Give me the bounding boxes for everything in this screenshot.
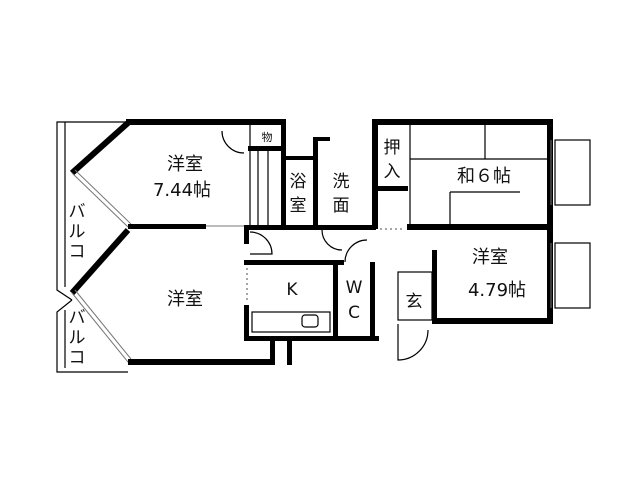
interior-walls xyxy=(221,119,379,341)
balcony-2-label-2: ル xyxy=(69,328,86,348)
room-label-western-1: 洋室 xyxy=(167,154,203,175)
room-label-entrance: 玄 xyxy=(406,292,423,312)
room-label-kitchen: K xyxy=(286,280,298,300)
room-size-western-1: 7.44帖 xyxy=(153,180,211,201)
room-label-japanese: 和６帖 xyxy=(457,166,511,187)
room-label-bath-1: 浴 xyxy=(290,172,307,192)
room-label-toilet-1: W xyxy=(346,278,363,298)
room-size-western-3: 4.79帖 xyxy=(468,280,526,301)
balcony-outline xyxy=(56,121,128,373)
windows-right xyxy=(550,139,591,309)
room-label-western-2: 洋室 xyxy=(167,289,203,310)
room-label-western-3: 洋室 xyxy=(472,247,508,268)
room-label-toilet-2: C xyxy=(348,303,360,323)
exterior-walls-left xyxy=(69,119,292,365)
room-label-washroom-2: 面 xyxy=(333,196,350,216)
room-label-closet-1: 押 xyxy=(384,138,401,158)
exterior-walls-right xyxy=(344,119,553,361)
balcony-2-label-1: バ xyxy=(69,308,86,328)
room-label-storage: 物 xyxy=(262,130,273,144)
balcony-1-label-3: コ xyxy=(69,242,86,262)
room-label-bath-2: 室 xyxy=(290,196,307,216)
balcony-1-label-1: バ xyxy=(69,202,86,222)
balcony-1-label-2: ル xyxy=(69,222,86,242)
room-label-washroom-1: 洗 xyxy=(333,172,350,192)
balcony-2-label-3: コ xyxy=(69,348,86,368)
room-label-closet-2: 入 xyxy=(384,162,401,182)
